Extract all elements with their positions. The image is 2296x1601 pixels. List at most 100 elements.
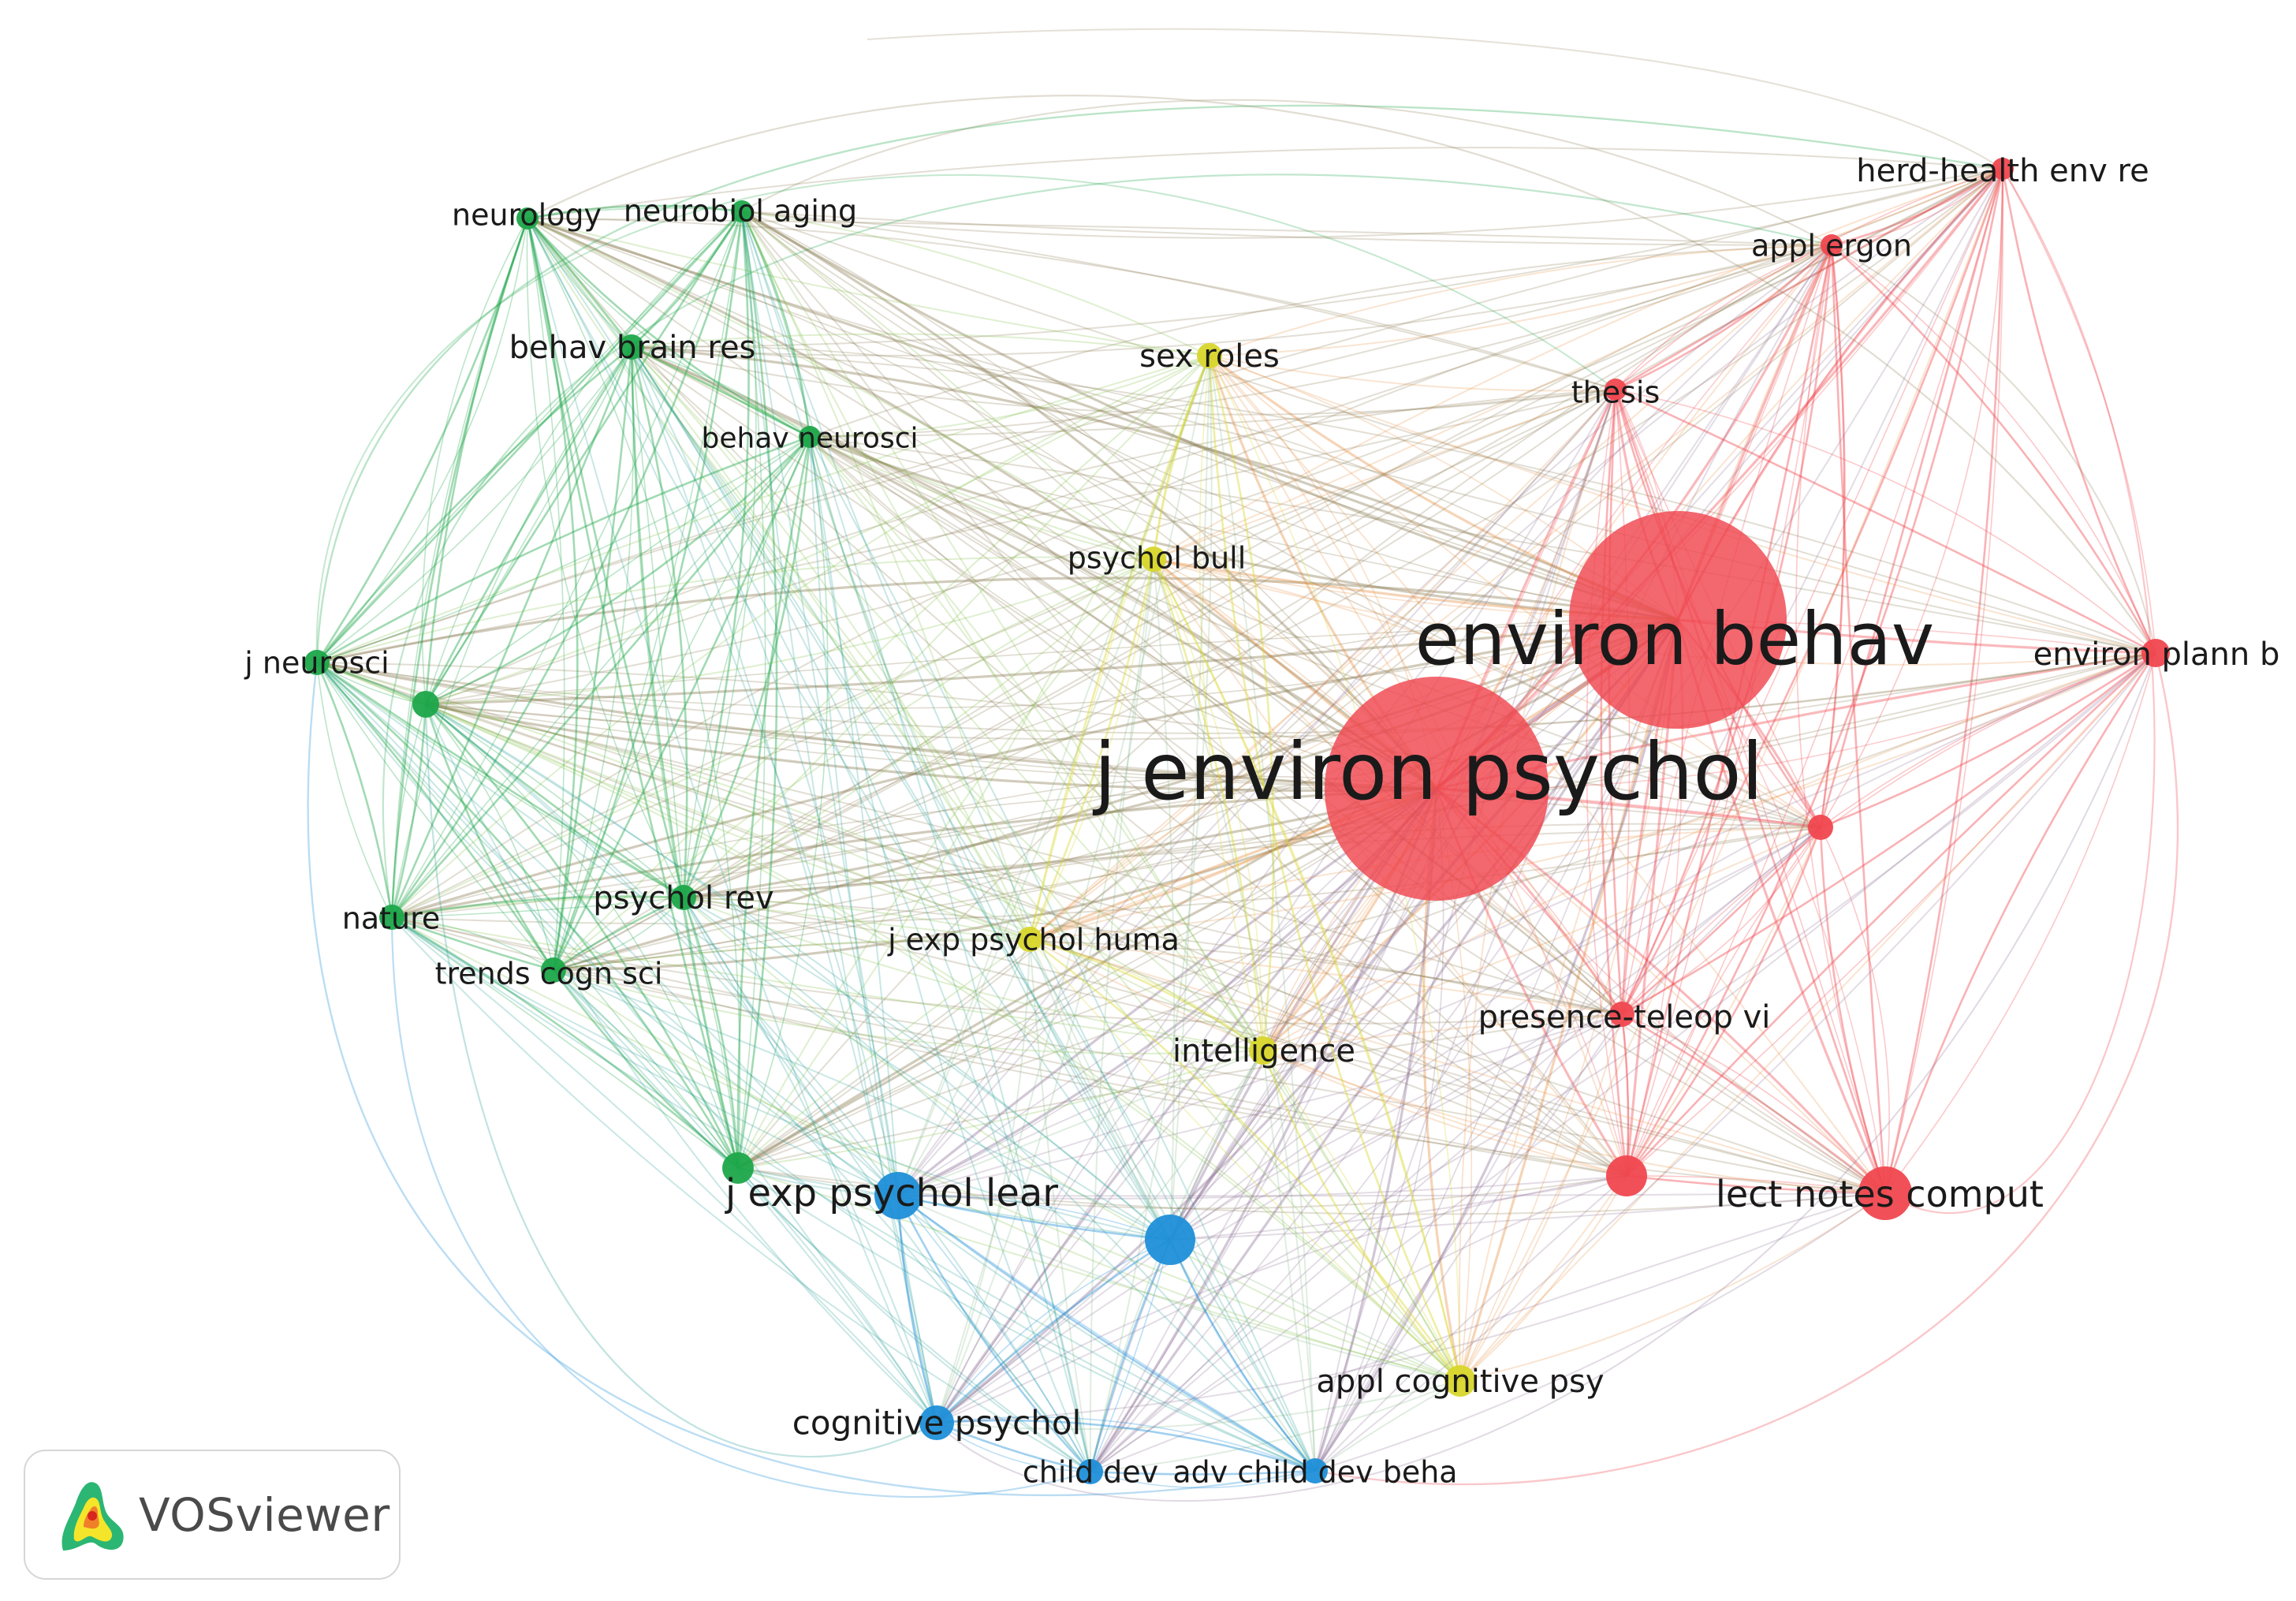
- node-blue-unlabeled-1[interactable]: [1145, 1215, 1195, 1265]
- node-green-unlabeled-1[interactable]: [412, 691, 439, 718]
- label-environ-plann-b[interactable]: environ plann b: [2033, 636, 2280, 673]
- node-appl-cognitive-psy[interactable]: [1444, 1365, 1476, 1397]
- link-behav-neurosci-blue-unlabeled-1: [809, 436, 1171, 1241]
- label-appl-cognitive-psy[interactable]: appl cognitive psy: [1316, 1364, 1604, 1400]
- node-presence-teleop-vi[interactable]: [1609, 1002, 1634, 1027]
- link-red-unlabeled-1-green-unlabeled-2: [737, 827, 1821, 1169]
- node-behav-neurosci[interactable]: [799, 426, 821, 448]
- node-adv-child-dev-beha[interactable]: [1303, 1458, 1328, 1483]
- link-nature-adv-child-dev-beha: [391, 916, 1316, 1472]
- link-lect-notes-comput-neurology: [527, 218, 1886, 1194]
- node-j-exp-psychol-huma[interactable]: [1017, 927, 1042, 952]
- link-green-unlabeled-1-intelligence: [425, 703, 1264, 1051]
- node-intelligence[interactable]: [1249, 1036, 1277, 1065]
- link-sex-roles-cognitive-psychol: [936, 355, 1210, 1424]
- node-trends-cogn-sci[interactable]: [541, 957, 566, 983]
- link-neurobiol-aging-trends-cogn-sci: [552, 211, 744, 971]
- link-green-unlabeled-1-appl-cognitive-psy: [425, 703, 1461, 1382]
- node-herd-health-env-re[interactable]: [1992, 158, 2014, 180]
- label-behav-neurosci[interactable]: behav neurosci: [702, 423, 919, 455]
- node-j-environ-psychol[interactable]: [1325, 677, 1549, 901]
- outer-arc-link: [741, 99, 2156, 654]
- node-cognitive-psychol[interactable]: [919, 1405, 954, 1440]
- label-adv-child-dev-beha[interactable]: adv child dev beha: [1172, 1454, 1457, 1489]
- label-sex-roles[interactable]: sex roles: [1139, 338, 1280, 375]
- node-red-unlabeled-1[interactable]: [1808, 815, 1833, 840]
- link-j-environ-psychol-herd-health-env-re: [1435, 168, 2004, 790]
- node-environ-plann-b[interactable]: [2141, 639, 2170, 667]
- label-neurology[interactable]: neurology: [452, 197, 602, 232]
- link-psychol-bull-intelligence: [1153, 558, 1264, 1051]
- link-red-unlabeled-1-appl-cognitive-psy: [1459, 827, 1821, 1382]
- link-j-exp-psychol-huma-appl-cognitive-psy: [1029, 939, 1461, 1382]
- label-trends-cogn-sci[interactable]: trends cogn sci: [435, 956, 663, 991]
- link-j-neurosci-appl-cognitive-psy: [316, 662, 1461, 1382]
- link-thesis-red-unlabeled-2: [1586, 389, 1627, 1177]
- label-j-neurosci[interactable]: j neurosci: [244, 645, 389, 680]
- label-lect-notes-comput[interactable]: lect notes comput: [1716, 1173, 2044, 1215]
- link-j-neurosci-green-unlabeled-2: [316, 662, 739, 1169]
- link-neurology-intelligence: [527, 218, 1264, 1051]
- node-thesis[interactable]: [1605, 379, 1627, 401]
- link-psychol-rev-sex-roles: [683, 355, 1210, 898]
- node-lect-notes-comput[interactable]: [1858, 1166, 1912, 1220]
- label-j-environ-psychol[interactable]: j environ psychol: [1093, 726, 1764, 818]
- link-neurology-neurobiol-aging: [527, 207, 743, 219]
- link-nature-psychol-rev: [391, 895, 684, 919]
- link-j-exp-psychol-lear-child-dev: [897, 1195, 1091, 1472]
- link-appl-ergon-red-unlabeled-1: [1819, 244, 1846, 828]
- link-behav-brain-res-nature: [390, 346, 633, 918]
- link-green-unlabeled-2-adv-child-dev-beha: [737, 1167, 1316, 1472]
- label-thesis[interactable]: thesis: [1571, 375, 1660, 409]
- link-trends-cogn-sci-cognitive-psychol: [553, 969, 937, 1424]
- node-behav-brain-res[interactable]: [619, 334, 644, 360]
- link-environ-plann-b-cognitive-psychol: [936, 652, 2156, 1424]
- link-green-unlabeled-2-appl-cognitive-psy: [737, 1167, 1461, 1382]
- link-neurobiol-aging-appl-cognitive-psy: [741, 211, 1461, 1382]
- label-behav-brain-res[interactable]: behav brain res: [509, 330, 756, 366]
- node-psychol-bull[interactable]: [1141, 547, 1166, 572]
- link-thesis-lect-notes-comput: [1614, 389, 1887, 1194]
- link-neurology-nature: [391, 218, 528, 918]
- node-psychol-rev[interactable]: [671, 885, 696, 910]
- link-presence-teleop-vi-j-exp-psychol-huma: [1029, 939, 1623, 1015]
- link-thesis-j-exp-psychol-huma: [1029, 389, 1616, 940]
- node-neurology[interactable]: [516, 207, 539, 230]
- label-psychol-rev[interactable]: psychol rev: [593, 880, 773, 916]
- label-environ-behav[interactable]: environ behav: [1415, 597, 1935, 681]
- link-behav-brain-res-child-dev: [631, 346, 1091, 1472]
- label-j-exp-psychol-lear[interactable]: j exp psychol lear: [725, 1171, 1058, 1215]
- link-sex-roles-j-exp-psychol-huma: [1029, 355, 1210, 940]
- link-herd-health-env-re-j-neurosci: [316, 168, 2003, 663]
- node-j-neurosci[interactable]: [304, 650, 330, 675]
- label-herd-health-env-re[interactable]: herd-health env re: [1856, 153, 2149, 189]
- node-environ-behav[interactable]: [1569, 511, 1787, 729]
- node-sex-roles[interactable]: [1197, 343, 1222, 368]
- link-cognitive-psychol-child-dev: [936, 1421, 1091, 1473]
- label-intelligence[interactable]: intelligence: [1172, 1033, 1355, 1069]
- label-j-exp-psychol-huma[interactable]: j exp psychol huma: [887, 922, 1180, 957]
- label-psychol-bull[interactable]: psychol bull: [1068, 540, 1247, 575]
- label-appl-ergon[interactable]: appl ergon: [1751, 228, 1912, 263]
- label-presence-teleop-vi[interactable]: presence-teleop vi: [1478, 999, 1771, 1036]
- label-cognitive-psychol[interactable]: cognitive psychol: [792, 1404, 1081, 1442]
- node-neurobiol-aging[interactable]: [731, 200, 753, 222]
- link-presence-teleop-vi-child-dev: [1090, 1013, 1623, 1472]
- link-appl-cognitive-psy-blue-unlabeled-1: [1169, 1239, 1461, 1382]
- link-trends-cogn-sci-sex-roles: [553, 355, 1210, 971]
- label-neurobiol-aging[interactable]: neurobiol aging: [624, 193, 857, 228]
- node-red-unlabeled-2[interactable]: [1606, 1155, 1647, 1196]
- link-environ-plann-b-adv-child-dev-beha: [1314, 652, 2156, 1472]
- link-thesis-psychol-bull: [1153, 389, 1616, 560]
- label-nature[interactable]: nature: [342, 901, 441, 935]
- label-child-dev[interactable]: child dev: [1023, 1454, 1158, 1489]
- node-appl-ergon[interactable]: [1821, 234, 1843, 256]
- node-nature[interactable]: [379, 905, 404, 930]
- link-sex-roles-blue-unlabeled-1: [1169, 355, 1210, 1241]
- link-j-exp-psychol-huma-child-dev: [1029, 939, 1091, 1472]
- link-behav-brain-res-trends-cogn-sci: [553, 346, 635, 971]
- node-green-unlabeled-2[interactable]: [722, 1152, 754, 1184]
- node-j-exp-psychol-lear[interactable]: [874, 1172, 922, 1219]
- node-child-dev[interactable]: [1078, 1459, 1103, 1484]
